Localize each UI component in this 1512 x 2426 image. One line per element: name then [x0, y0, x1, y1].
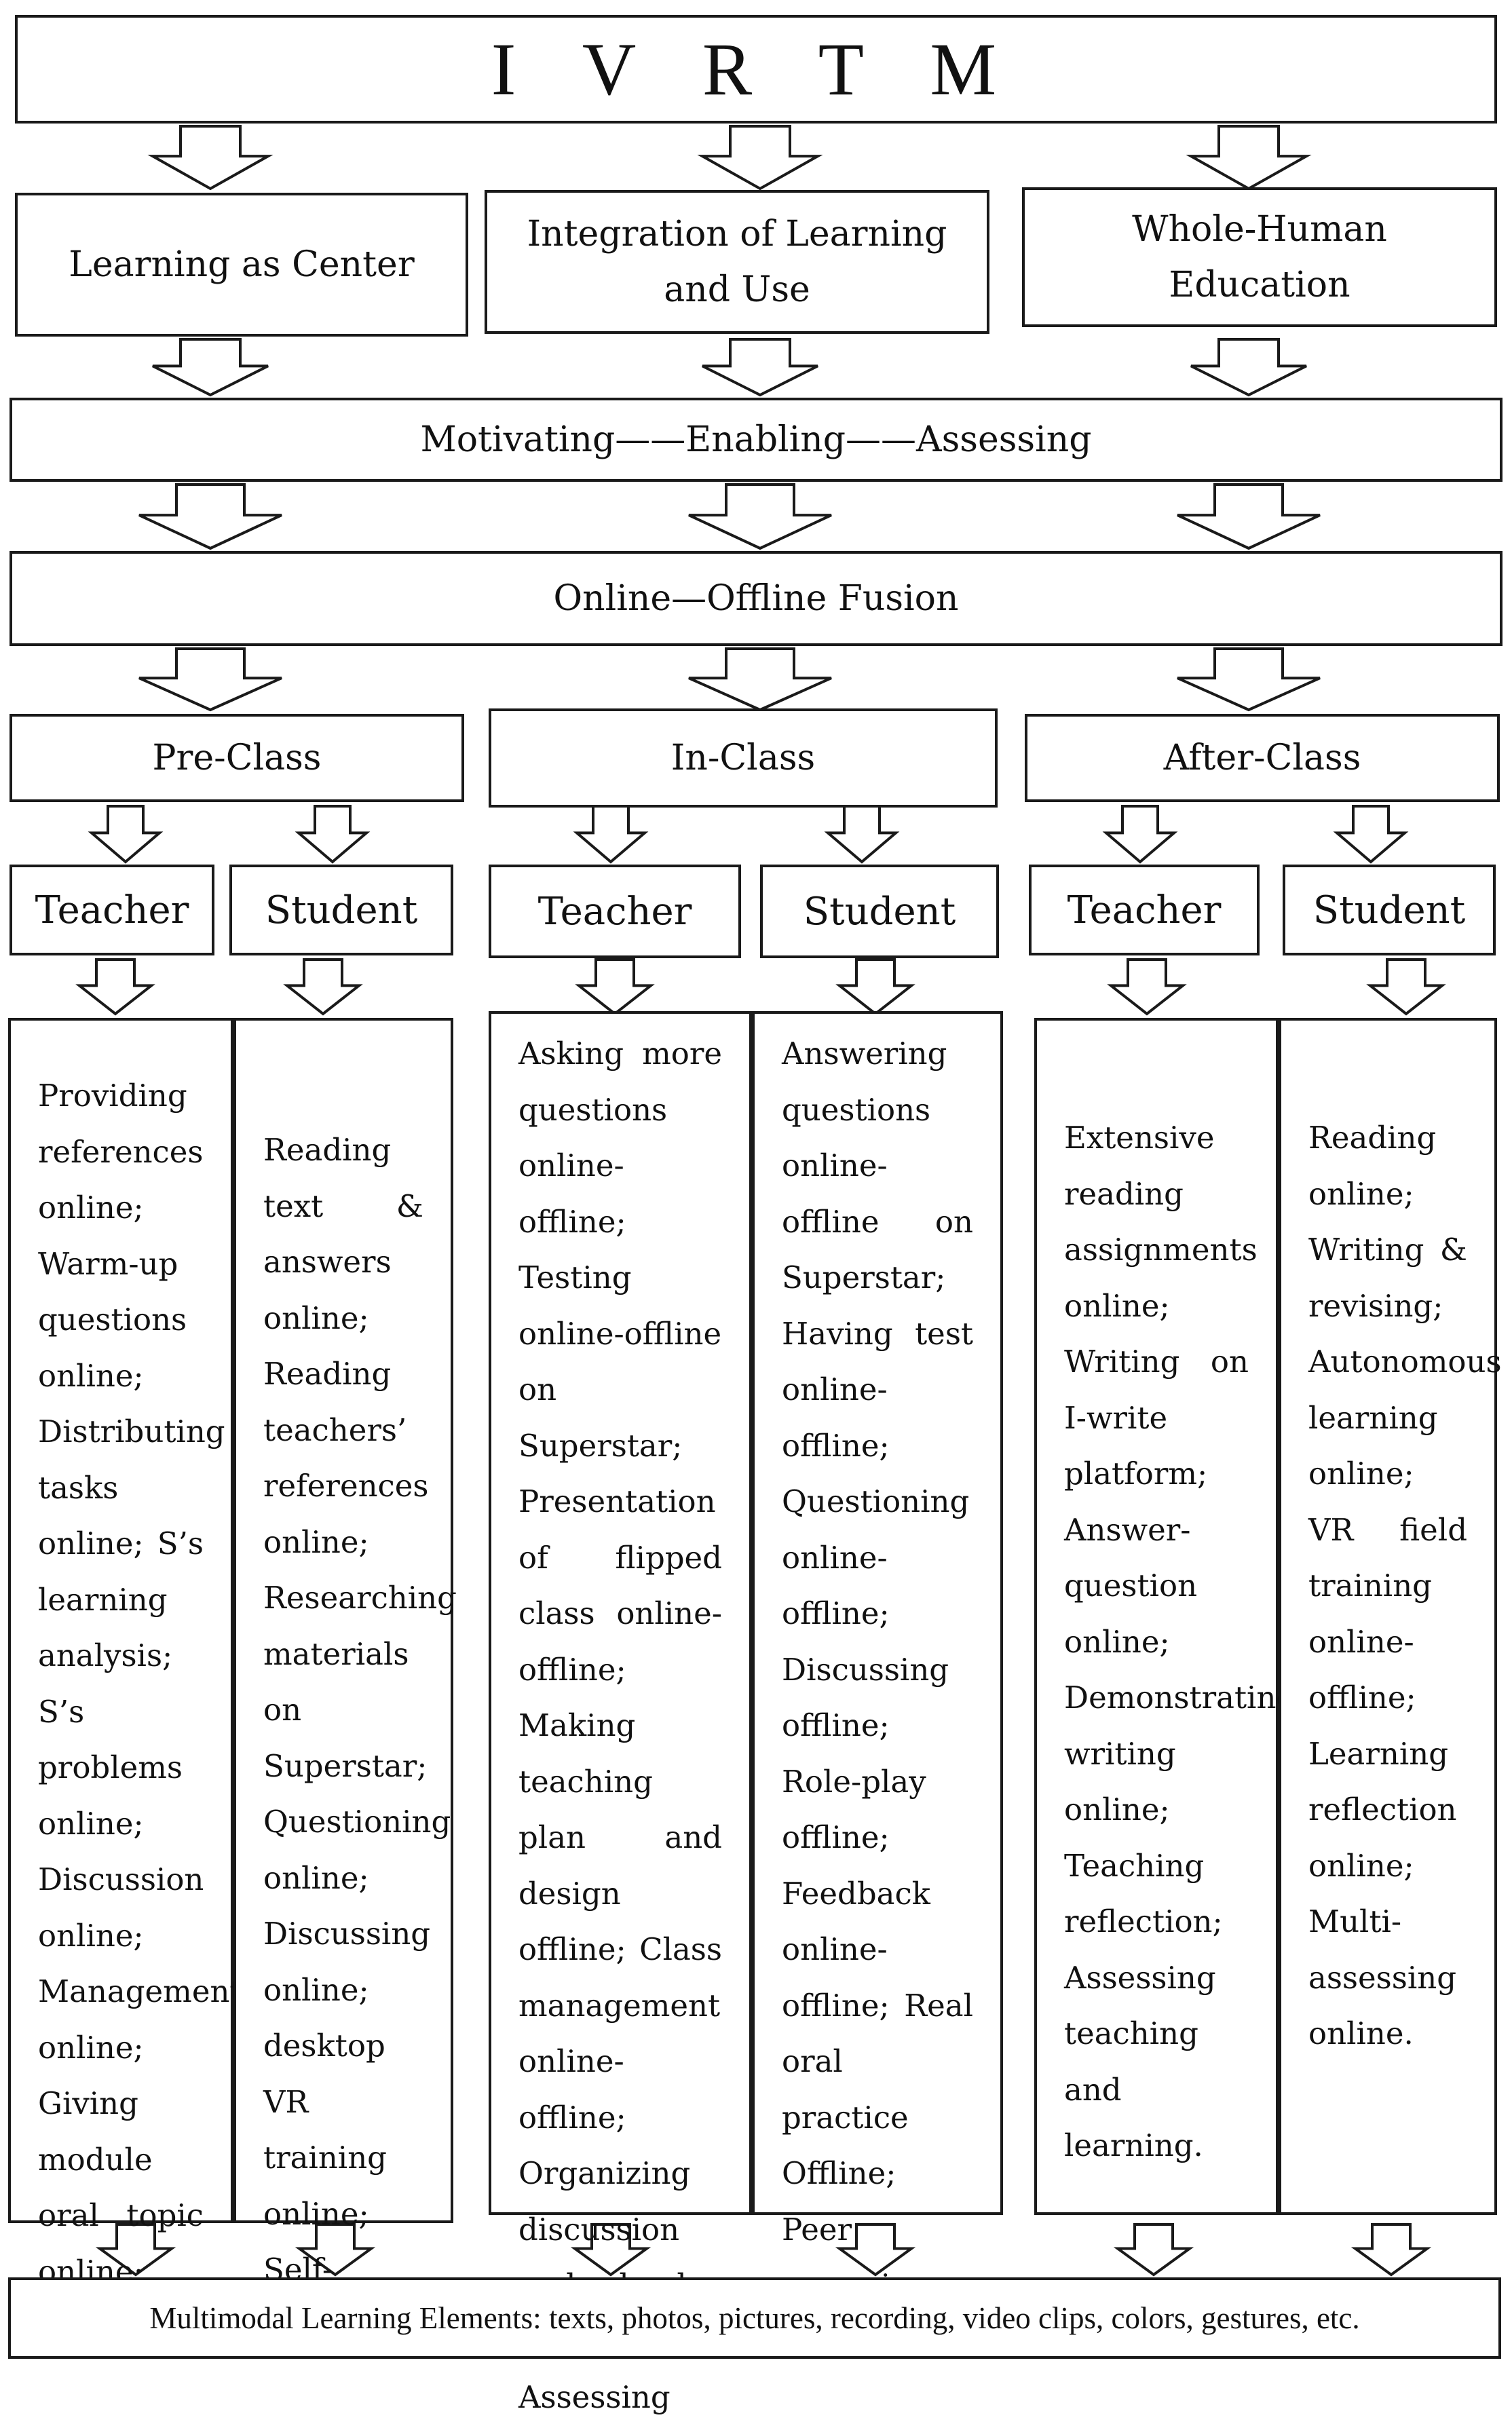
role-pre-teacher: Teacher	[10, 865, 214, 955]
down-arrow-icon	[570, 2223, 651, 2277]
down-arrow-icon	[1350, 2223, 1432, 2277]
principle-label: Learning as Center	[69, 244, 415, 285]
activities-text: Reading online; Writing & revising; Auto…	[1308, 1120, 1502, 2051]
down-arrow-icon	[1107, 958, 1187, 1016]
principle-label: Whole-Human Education	[1132, 209, 1387, 305]
down-arrow-icon	[835, 2223, 916, 2277]
title-text: I V R T M	[491, 27, 1021, 111]
activities-text: Asking more questions online-offline; Te…	[518, 1036, 722, 2415]
down-arrow-icon	[138, 483, 282, 550]
role-label: Teacher	[537, 889, 692, 934]
activities-pre-teacher: Providing references online; Warm-up que…	[8, 1018, 242, 2345]
activities-after-student: Reading online; Writing & revising; Auto…	[1279, 1018, 1502, 2215]
activities-after-teacher: Extensive reading assignments online; Wr…	[1034, 1018, 1296, 2215]
down-arrow-icon	[1186, 125, 1312, 191]
role-label: Student	[803, 889, 956, 934]
activities-in-student: Answering questions online-offline on Su…	[752, 1011, 1003, 2303]
down-arrow-icon	[1190, 338, 1307, 397]
role-label: Teacher	[1067, 888, 1222, 932]
role-label: Student	[1312, 888, 1466, 932]
fusion-band: Online—Offline Fusion	[10, 551, 1502, 646]
stage-after-class: After-Class	[1025, 714, 1500, 802]
role-after-teacher: Teacher	[1029, 865, 1260, 955]
down-arrow-icon	[1333, 805, 1409, 864]
methods-band: Motivating——Enabling——Assessing	[10, 398, 1502, 482]
activities-text: Answering questions online-offline on Su…	[782, 1036, 973, 2303]
down-arrow-icon	[1177, 647, 1321, 712]
down-arrow-icon	[702, 338, 818, 397]
down-arrow-icon	[573, 805, 649, 864]
role-pre-student: Student	[229, 865, 453, 955]
stage-in-class: In-Class	[489, 708, 998, 808]
multimodal-text: Multimodal Learning Elements: texts, pho…	[149, 2301, 1360, 2335]
flow-arrows	[75, 125, 1446, 2277]
methods-text: Motivating——Enabling——Assessing	[420, 419, 1092, 460]
activities-pre-student: Reading text & answers online; Reading t…	[233, 1018, 457, 2344]
role-label: Student	[265, 888, 418, 932]
activities-in-teacher: Asking more questions online-offline; Te…	[489, 1011, 752, 2415]
role-in-teacher: Teacher	[489, 865, 741, 958]
activities-text: Extensive reading assignments online; Wr…	[1064, 1120, 1296, 2163]
down-arrow-icon	[295, 2223, 376, 2277]
down-arrow-icon	[295, 805, 371, 864]
stage-label: In-Class	[670, 738, 816, 778]
down-arrow-icon	[1102, 805, 1178, 864]
activities-text: Providing references online; Warm-up que…	[38, 1078, 242, 2345]
stage-label: Pre-Class	[152, 738, 322, 778]
role-in-student: Student	[760, 865, 999, 958]
down-arrow-icon	[697, 125, 823, 191]
down-arrow-icon	[95, 2223, 176, 2277]
down-arrow-icon	[1113, 2223, 1194, 2277]
stage-label: After-Class	[1163, 738, 1361, 778]
down-arrow-icon	[1366, 958, 1446, 1016]
down-arrow-icon	[575, 958, 655, 1016]
down-arrow-icon	[152, 338, 269, 397]
down-arrow-icon	[688, 483, 832, 550]
down-arrow-icon	[138, 647, 282, 712]
multimodal-elements-box: Multimodal Learning Elements: texts, pho…	[8, 2277, 1501, 2359]
principle-whole-human: Whole-Human Education	[1022, 187, 1497, 327]
role-label: Teacher	[35, 888, 189, 932]
down-arrow-icon	[824, 805, 900, 864]
down-arrow-icon	[147, 125, 273, 191]
down-arrow-icon	[835, 958, 915, 1016]
activities-text: Reading text & answers online; Reading t…	[263, 1132, 457, 2344]
down-arrow-icon	[283, 958, 363, 1016]
down-arrow-icon	[88, 805, 164, 864]
stage-pre-class: Pre-Class	[10, 714, 464, 802]
down-arrow-icon	[688, 647, 832, 712]
down-arrow-icon	[1177, 483, 1321, 550]
role-after-student: Student	[1283, 865, 1496, 955]
down-arrow-icon	[75, 958, 155, 1016]
fusion-text: Online—Offline Fusion	[553, 578, 959, 619]
principle-learning-as-center: Learning as Center	[15, 193, 468, 337]
diagram-title: I V R T M	[15, 15, 1497, 124]
principle-label: Integration of Learning and Use	[527, 214, 947, 310]
principle-integration: Integration of Learning and Use	[485, 190, 989, 334]
